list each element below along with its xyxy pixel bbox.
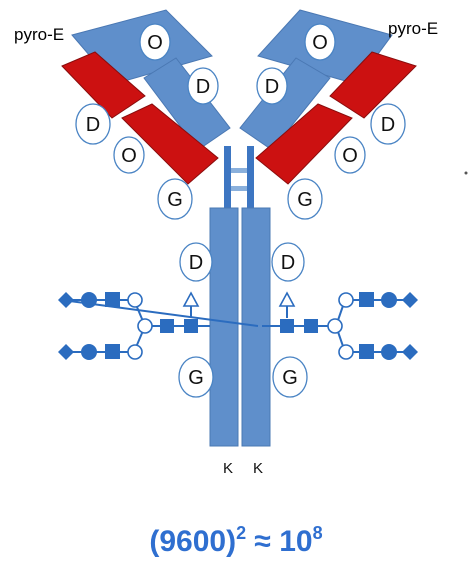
pyro-e-label-left: pyro-E [14, 25, 64, 44]
glycation-label: G [282, 367, 298, 389]
glcnac-square [304, 319, 318, 333]
deamidation-label: D [189, 252, 203, 274]
deamidation-marker [256, 67, 288, 105]
glycation-marker [178, 356, 214, 398]
galactose-circle [381, 292, 397, 308]
galactose-circle [81, 292, 97, 308]
left-light-vl-domain [61, 51, 146, 119]
deamidation-label: D [86, 114, 100, 136]
sialic-acid-diamond [402, 344, 418, 360]
sialic-acid-diamond [58, 344, 74, 360]
mannose-circle [338, 344, 354, 360]
glcnac-square [359, 344, 374, 359]
right-modification-markers: O D D O G D G [256, 23, 406, 398]
c-terminal-lysine-label-right: K [253, 460, 263, 477]
right-n-glycan [262, 291, 418, 360]
oxidation-label: O [147, 32, 163, 54]
glcnac-square [184, 319, 198, 333]
deamidation-label: D [381, 114, 395, 136]
c-terminal-lysine-label-left: K [223, 460, 233, 477]
formula-approx: ≈ 10 [246, 525, 313, 558]
glycation-marker [287, 178, 323, 220]
left-heavy-ch1-domain [143, 57, 231, 151]
mannose-circle [338, 292, 354, 308]
oxidation-marker [304, 23, 336, 61]
glycation-marker [157, 178, 193, 220]
glycation-label: G [188, 367, 204, 389]
deamidation-marker [370, 103, 406, 145]
fucose-triangle [182, 291, 200, 307]
formula-base: (9600) [149, 525, 236, 558]
right-light-chain [255, 51, 417, 185]
hinge-right-strand [247, 146, 254, 210]
left-heavy-fc-chain [209, 207, 239, 447]
oxidation-label: O [121, 145, 137, 167]
glycation-marker [272, 356, 308, 398]
glycation-label: G [167, 189, 183, 211]
deamidation-marker [187, 67, 219, 105]
left-modification-markers: O D D O G D G [75, 23, 219, 398]
mannose-circle [127, 292, 143, 308]
mannose-circle [127, 344, 143, 360]
deamidation-marker [179, 242, 213, 282]
left-light-chain [61, 51, 219, 185]
oxidation-marker [334, 136, 366, 174]
left-light-cl-domain [121, 103, 219, 185]
oxidation-marker [113, 136, 145, 174]
deamidation-label: D [265, 76, 279, 98]
oxidation-label: O [342, 145, 358, 167]
glcnac-square [359, 292, 374, 307]
stray-dot [464, 171, 468, 175]
sialic-acid-diamond [58, 292, 74, 308]
deamidation-marker [271, 242, 305, 282]
left-n-glycan [58, 291, 259, 360]
pyro-e-label-right: pyro-E [388, 19, 438, 38]
right-light-vl-domain [329, 51, 417, 119]
hinge-region [224, 146, 254, 210]
oxidation-marker [139, 23, 171, 61]
hinge-left-strand [224, 146, 231, 210]
formula-exponent-2: 8 [313, 523, 323, 543]
core-mannose-circle [137, 318, 153, 334]
disulfide-bond [231, 186, 247, 191]
glcnac-square [105, 292, 120, 307]
oxidation-label: O [312, 32, 328, 54]
right-light-cl-domain [255, 103, 353, 185]
deamidation-label: D [196, 76, 210, 98]
galactose-circle [81, 344, 97, 360]
core-mannose-circle [327, 318, 343, 334]
fc-region [209, 207, 271, 447]
galactose-circle [381, 344, 397, 360]
glcnac-square [280, 319, 294, 333]
fucose-triangle [278, 291, 296, 307]
glcnac-square [160, 319, 174, 333]
combinatorial-formula: (9600)2 ≈ 108 [149, 523, 322, 558]
formula-exponent-1: 2 [236, 523, 246, 543]
glcnac-square [105, 344, 120, 359]
sialic-acid-diamond [402, 292, 418, 308]
glycation-label: G [297, 189, 313, 211]
disulfide-bond [231, 168, 247, 173]
deamidation-marker [75, 103, 111, 145]
deamidation-label: D [281, 252, 295, 274]
